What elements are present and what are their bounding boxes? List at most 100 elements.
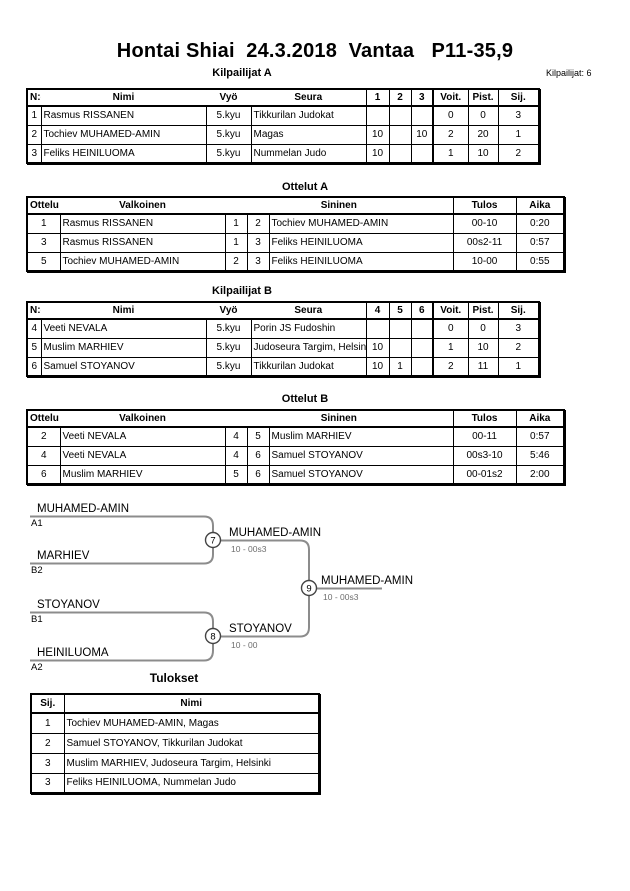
cell-points: 0 (467, 105, 499, 126)
cell-white-no: 2 (224, 251, 248, 272)
match-7-circle (204, 531, 222, 549)
cell-white-no: 4 (224, 426, 248, 447)
cell-blue-no: 2 (246, 213, 270, 234)
bracket-connector-w8 (213, 588, 310, 638)
col-no: N:o (27, 89, 41, 107)
cell-result: 00-10 (452, 213, 517, 234)
cell-points: 10 (467, 143, 499, 164)
cell-wins: 2 (432, 356, 469, 377)
results-title: Tulokset (149, 671, 199, 685)
cell-match-no: 3 (26, 232, 61, 253)
cell-time: 0:57 (515, 426, 565, 447)
cell-score-1: 10 (365, 356, 390, 377)
cell-score-1 (365, 105, 390, 126)
cell-points: 20 (467, 124, 499, 145)
cell-club: Judoseura Targim, Helsinki (250, 337, 367, 358)
pool-row: 6 Samuel STOYANOV 5.kyu Tikkurilan Judok… (26, 356, 540, 377)
col-result: Tulos (452, 197, 517, 215)
cell-time: 2:00 (515, 464, 565, 485)
cell-name: Samuel STOYANOV (40, 356, 207, 377)
bracket-semi1-top-name: MUHAMED-AMIN (37, 503, 129, 515)
cell-white-no: 1 (224, 213, 248, 234)
pool-row: 5 Muslim MARHIEV 5.kyu Judoseura Targim,… (26, 337, 540, 358)
bracket-connector-w7 (213, 539, 310, 588)
bracket-semi1-bottom-seed: B2 (31, 565, 43, 576)
cell-blue-name: Feliks HEINILUOMA (268, 232, 454, 253)
col-points: Pist. (467, 89, 498, 107)
cell-match-no: 5 (26, 251, 61, 272)
result-row: 1 Tochiev MUHAMED-AMIN, Magas (30, 712, 320, 734)
cell-blue-no: 6 (246, 445, 270, 466)
pool-a-table: N:o Nimi Vyö Seura 1 2 3 Voit. Pist. Sij… (26, 88, 540, 164)
cell-wins: 2 (432, 124, 469, 145)
cell-result: 00-01s2 (452, 464, 517, 485)
cell-place: 1 (497, 356, 540, 377)
cell-time: 0:55 (515, 251, 565, 272)
cell-place: 3 (30, 772, 65, 794)
bracket-semi2-top-seed: B1 (31, 614, 43, 625)
pool-row: 4 Veeti NEVALA 5.kyu Porin JS Fudoshin 0… (26, 318, 540, 339)
col-belt: Vyö (206, 89, 251, 107)
cell-no: 1 (26, 105, 42, 126)
col-name: Nimi (41, 89, 206, 107)
matches-a-table: Ottelu Valkoinen Sininen Tulos Aika 1 Ra… (26, 196, 566, 272)
bracket-semi2-bottom-name: HEINILUOMA (37, 647, 109, 659)
cell-blue-name: Samuel STOYANOV (268, 445, 454, 466)
match-row: 4 Veeti NEVALA 4 6 Samuel STOYANOV 00s3-… (26, 445, 565, 466)
cell-belt: 5.kyu (205, 105, 252, 126)
cell-name: Veeti NEVALA (40, 318, 207, 339)
cell-place: 1 (497, 124, 540, 145)
cell-belt: 5.kyu (205, 337, 252, 358)
cell-no: 3 (26, 143, 42, 164)
col-white: Valkoinen (60, 197, 225, 215)
cell-name: Samuel STOYANOV, Tikkurilan Judokat (63, 732, 320, 754)
cell-belt: 5.kyu (205, 124, 252, 145)
match-8-number: 8 (210, 632, 215, 643)
cell-name: Tochiev MUHAMED-AMIN, Magas (63, 712, 320, 734)
cell-blue-no: 6 (246, 464, 270, 485)
cell-match-no: 4 (26, 445, 61, 466)
competitors-count: Kilpailijat: 6 (546, 68, 592, 78)
cell-score-2 (388, 105, 412, 126)
bracket-final-score: 10 - 00s3 (323, 592, 359, 602)
cell-place: 2 (497, 337, 540, 358)
col-m2: 5 (388, 302, 411, 320)
matches-b-table: Ottelu Valkoinen Sininen Tulos Aika 2 Ve… (26, 409, 566, 485)
cell-match-no: 2 (26, 426, 61, 447)
match-row: 1 Rasmus RISSANEN 1 2 Tochiev MUHAMED-AM… (26, 213, 565, 234)
cell-match-no: 6 (26, 464, 61, 485)
cell-result: 10-00 (452, 251, 517, 272)
col-m2: 2 (388, 89, 411, 107)
cell-club: Magas (250, 124, 367, 145)
match-9-number: 9 (306, 584, 311, 595)
cell-points: 10 (467, 337, 499, 358)
cell-white-name: Tochiev MUHAMED-AMIN (59, 251, 226, 272)
cell-name: Feliks HEINILUOMA (40, 143, 207, 164)
cell-score-3 (410, 318, 434, 339)
cell-time: 0:20 (515, 213, 565, 234)
cell-white-no: 5 (224, 464, 248, 485)
matches-b-header-row: Ottelu Valkoinen Sininen Tulos Aika (27, 410, 565, 428)
cell-name: Rasmus RISSANEN (40, 105, 207, 126)
cell-wins: 1 (432, 337, 469, 358)
col-name: Nimi (64, 694, 319, 714)
col-m3: 6 (410, 302, 433, 320)
cell-name: Muslim MARHIEV, Judoseura Targim, Helsin… (63, 752, 320, 774)
cell-score-2 (388, 318, 412, 339)
cell-no: 5 (26, 337, 42, 358)
cell-score-1 (365, 318, 390, 339)
bracket-semi2-winner: STOYANOV (229, 623, 292, 635)
cell-score-3 (410, 337, 434, 358)
bracket-semi2-top-name: STOYANOV (37, 599, 100, 611)
cell-match-no: 1 (26, 213, 61, 234)
col-blue: Sininen (225, 410, 454, 428)
result-row: 3 Feliks HEINILUOMA, Nummelan Judo (30, 772, 320, 794)
cell-white-name: Veeti NEVALA (59, 426, 226, 447)
result-row: 2 Samuel STOYANOV, Tikkurilan Judokat (30, 732, 320, 754)
bracket-semi2-score: 10 - 00 (231, 640, 258, 650)
cell-blue-name: Muslim MARHIEV (268, 426, 454, 447)
cell-name: Tochiev MUHAMED-AMIN (40, 124, 207, 145)
cell-belt: 5.kyu (205, 356, 252, 377)
cell-no: 6 (26, 356, 42, 377)
col-points: Pist. (467, 302, 498, 320)
